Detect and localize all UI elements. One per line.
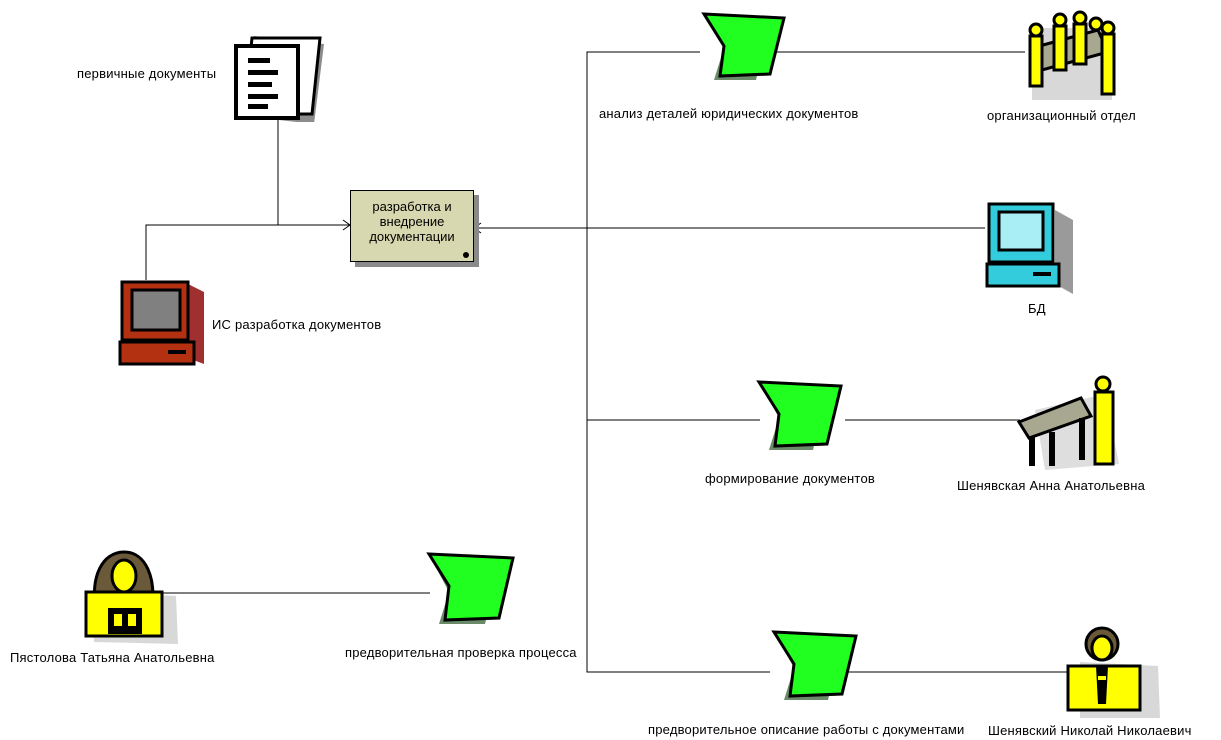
predescription-label: предворительное описание работы с докуме… (648, 722, 965, 737)
man-icon (1066, 626, 1160, 718)
process-forming-icon[interactable] (755, 378, 847, 458)
org-dept-label: организационный отдел (987, 108, 1136, 123)
function-line-2: внедрение (379, 214, 445, 229)
arrowhead-right (473, 222, 482, 234)
woman-icon (84, 550, 178, 644)
shenyavskaya-label: Шенявская Анна Анатольевна (957, 478, 1145, 493)
process-precheck-icon[interactable] (425, 550, 519, 632)
connector-is-to-function (145, 224, 278, 280)
connector-trunk (586, 51, 770, 673)
is-system-label: ИС разработка документов (212, 317, 382, 332)
forming-label: формирование документов (705, 471, 875, 486)
primary-docs-label: первичные документы (77, 66, 217, 81)
document-icon (234, 36, 324, 122)
shenyavsky-label: Шенявский Николай Николаевич (988, 723, 1192, 738)
person-at-desk-icon (1016, 375, 1119, 470)
function-box[interactable]: разработка и внедрение документации (350, 190, 474, 262)
database-computer-icon (985, 202, 1073, 294)
analysis-label: анализ деталей юридических документов (599, 106, 859, 121)
db-label: БД (1028, 301, 1046, 316)
connector-docs-to-function (277, 120, 350, 226)
precheck-label: предворительная проверка процесса (345, 645, 577, 660)
function-line-3: документации (369, 229, 455, 244)
function-marker-dot (463, 252, 469, 258)
function-line-1: разработка и (372, 199, 452, 214)
process-analysis-icon[interactable] (700, 10, 790, 90)
process-predescription-icon[interactable] (770, 628, 862, 708)
computer-icon (118, 280, 204, 366)
pyastolova-label: Пястолова Татьяна Анатольевна (10, 650, 215, 665)
group-icon (1028, 10, 1116, 100)
